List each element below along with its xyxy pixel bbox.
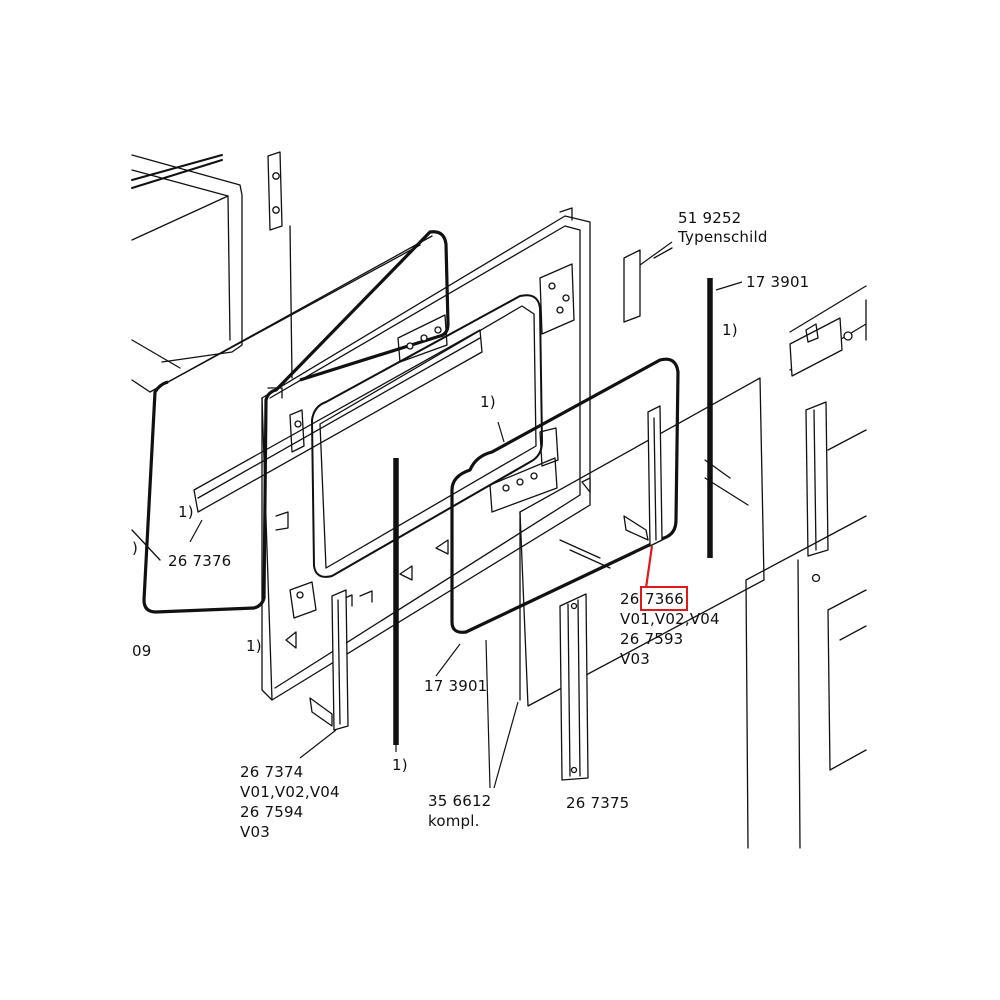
note-top-right: 1) <box>722 321 738 339</box>
note-left-mid: 1) <box>246 637 262 655</box>
typenschild-name: Typenschild <box>678 228 768 246</box>
typenschild-number: 51 9252 <box>678 209 742 227</box>
oven-body-right <box>653 247 867 849</box>
hinge-right-prefix: 26 <box>620 590 640 608</box>
door-frame-middle <box>261 207 591 701</box>
rail-number: 26 7375 <box>566 794 630 812</box>
hinge-left-variants: V01,V02,V04 <box>240 783 340 801</box>
type-plate <box>623 249 641 323</box>
partial-left-label: 09 <box>132 642 152 660</box>
door-seal-right <box>450 357 680 634</box>
note-bottom: 1) <box>392 756 408 774</box>
leader-lines <box>189 241 743 789</box>
hinge-left-number: 26 7374 <box>240 763 304 781</box>
note-handle: 1) <box>178 503 194 521</box>
hinge-right <box>623 405 663 547</box>
note-left-edge: ) <box>132 539 139 557</box>
handle-strip <box>193 329 483 513</box>
rail-center <box>559 593 589 781</box>
hinge-left <box>309 589 349 731</box>
hinge-right-alt-variant: V03 <box>620 650 650 668</box>
hinge-bracket-top <box>267 151 293 379</box>
hinge-left-alt-variant: V03 <box>240 823 270 841</box>
hinge-right-alt: 26 7593 <box>620 630 684 648</box>
hinge-left-alt: 26 7594 <box>240 803 304 821</box>
hinge-right-number: 7366 <box>645 590 684 608</box>
seal-center-label: 17 3901 <box>424 677 488 695</box>
highlight-leader <box>644 545 654 589</box>
note-frame: 1) <box>480 393 496 411</box>
hinge-right-variants: V01,V02,V04 <box>620 610 720 628</box>
kit-note: kompl. <box>428 812 480 830</box>
seal-top-right-label: 17 3901 <box>746 273 810 291</box>
highlight-box <box>640 586 688 611</box>
part-left-strip-label: 26 7376 <box>168 552 232 570</box>
kit-number: 35 6612 <box>428 792 492 810</box>
